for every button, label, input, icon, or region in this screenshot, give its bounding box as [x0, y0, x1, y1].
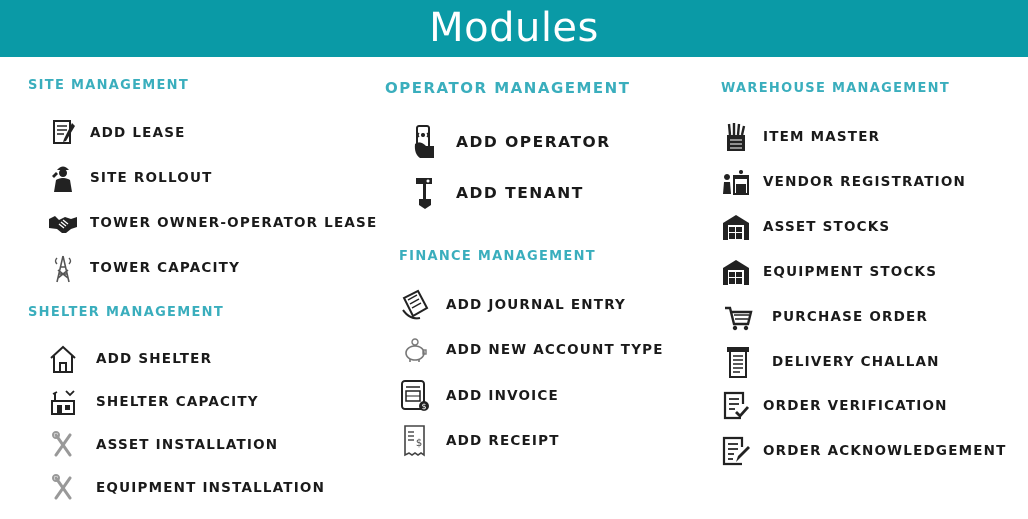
asset-stocks-label: ASSET STOCKS — [763, 219, 891, 235]
add-receipt-label: ADD RECEIPT — [446, 433, 560, 449]
invoice-icon: $ — [400, 379, 430, 413]
tools-icon — [48, 429, 78, 461]
add-lease-label: ADD LEASE — [90, 125, 186, 141]
item-master-item[interactable]: ITEM MASTER — [721, 121, 880, 153]
handshake-icon — [48, 207, 78, 239]
tower-icon — [48, 252, 78, 284]
warehouse-icon — [721, 211, 751, 243]
tools-icon — [48, 472, 78, 504]
vendor-stall-icon — [721, 166, 751, 198]
add-new-account-type-label: ADD NEW ACCOUNT TYPE — [446, 342, 664, 358]
site-rollout-item[interactable]: SITE ROLLOUT — [48, 162, 213, 194]
warehouse-icon — [721, 256, 751, 288]
operator-management-title: OPERATOR MANAGEMENT — [385, 79, 631, 97]
site-management-title: SITE MANAGEMENT — [28, 78, 190, 93]
challan-icon — [723, 345, 753, 379]
vendor-registration-item[interactable]: VENDOR REGISTRATION — [721, 166, 966, 198]
asset-installation-label: ASSET INSTALLATION — [96, 437, 279, 453]
shelter-capacity-label: SHELTER CAPACITY — [96, 394, 259, 410]
add-operator-label: ADD OPERATOR — [456, 133, 611, 151]
tower-owner-operator-lease-item[interactable]: TOWER OWNER-OPERATOR LEASE — [48, 207, 377, 239]
order-verification-label: ORDER VERIFICATION — [763, 398, 948, 414]
cart-icon — [723, 301, 753, 333]
order-acknowledgement-item[interactable]: ORDER ACKNOWLEDGEMENT — [721, 435, 1007, 467]
vendor-registration-label: VENDOR REGISTRATION — [763, 174, 966, 190]
shelter-building-icon — [48, 386, 78, 418]
add-new-account-type-item[interactable]: ADD NEW ACCOUNT TYPE — [400, 334, 664, 366]
lease-document-icon — [48, 117, 78, 149]
add-journal-entry-label: ADD JOURNAL ENTRY — [446, 297, 627, 313]
svg-text:$: $ — [421, 402, 426, 411]
item-master-label: ITEM MASTER — [763, 129, 881, 145]
item-box-icon — [721, 121, 751, 153]
shelter-management-title: SHELTER MANAGEMENT — [28, 305, 224, 320]
delivery-challan-item[interactable]: DELIVERY CHALLAN — [723, 345, 940, 379]
acknowledge-checklist-icon — [721, 435, 751, 467]
equipment-installation-item[interactable]: EQUIPMENT INSTALLATION — [48, 472, 325, 504]
purchase-order-label: PURCHASE ORDER — [772, 309, 929, 325]
house-icon — [48, 343, 78, 375]
page-title: Modules — [429, 5, 599, 51]
asset-installation-item[interactable]: ASSET INSTALLATION — [48, 429, 278, 461]
piggy-bank-icon — [400, 334, 430, 366]
tower-capacity-item[interactable]: TOWER CAPACITY — [48, 252, 240, 284]
phone-hand-icon — [410, 124, 440, 160]
order-acknowledgement-label: ORDER ACKNOWLEDGEMENT — [763, 443, 1007, 459]
add-shelter-label: ADD SHELTER — [96, 351, 213, 367]
add-invoice-label: ADD INVOICE — [446, 388, 559, 404]
add-tenant-label: ADD TENANT — [456, 184, 584, 202]
equipment-installation-label: EQUIPMENT INSTALLATION — [96, 480, 326, 496]
receipt-icon: $ — [400, 424, 430, 458]
order-verification-item[interactable]: ORDER VERIFICATION — [721, 390, 948, 422]
tenant-key-icon — [410, 175, 440, 211]
add-lease-item[interactable]: ADD LEASE — [48, 117, 186, 149]
add-operator-item[interactable]: ADD OPERATOR — [410, 124, 611, 160]
modules-header: Modules — [0, 0, 1028, 57]
engineer-icon — [48, 162, 78, 194]
add-shelter-item[interactable]: ADD SHELTER — [48, 343, 212, 375]
equipment-stocks-label: EQUIPMENT STOCKS — [763, 264, 938, 280]
asset-stocks-item[interactable]: ASSET STOCKS — [721, 211, 890, 243]
finance-management-title: FINANCE MANAGEMENT — [399, 249, 596, 264]
tower-capacity-label: TOWER CAPACITY — [90, 260, 241, 276]
add-journal-entry-item[interactable]: ADD JOURNAL ENTRY — [400, 288, 626, 322]
purchase-order-item[interactable]: PURCHASE ORDER — [723, 301, 928, 333]
warehouse-management-title: WAREHOUSE MANAGEMENT — [721, 81, 951, 96]
delivery-challan-label: DELIVERY CHALLAN — [772, 354, 940, 370]
add-invoice-item[interactable]: $ ADD INVOICE — [400, 379, 559, 413]
shelter-capacity-item[interactable]: SHELTER CAPACITY — [48, 386, 259, 418]
svg-text:$: $ — [416, 438, 422, 449]
add-receipt-item[interactable]: $ ADD RECEIPT — [400, 424, 560, 458]
equipment-stocks-item[interactable]: EQUIPMENT STOCKS — [721, 256, 937, 288]
verify-checklist-icon — [721, 390, 751, 422]
tower-owner-operator-lease-label: TOWER OWNER-OPERATOR LEASE — [90, 215, 378, 231]
add-tenant-item[interactable]: ADD TENANT — [410, 175, 584, 211]
site-rollout-label: SITE ROLLOUT — [90, 170, 213, 186]
journal-icon — [400, 288, 430, 322]
